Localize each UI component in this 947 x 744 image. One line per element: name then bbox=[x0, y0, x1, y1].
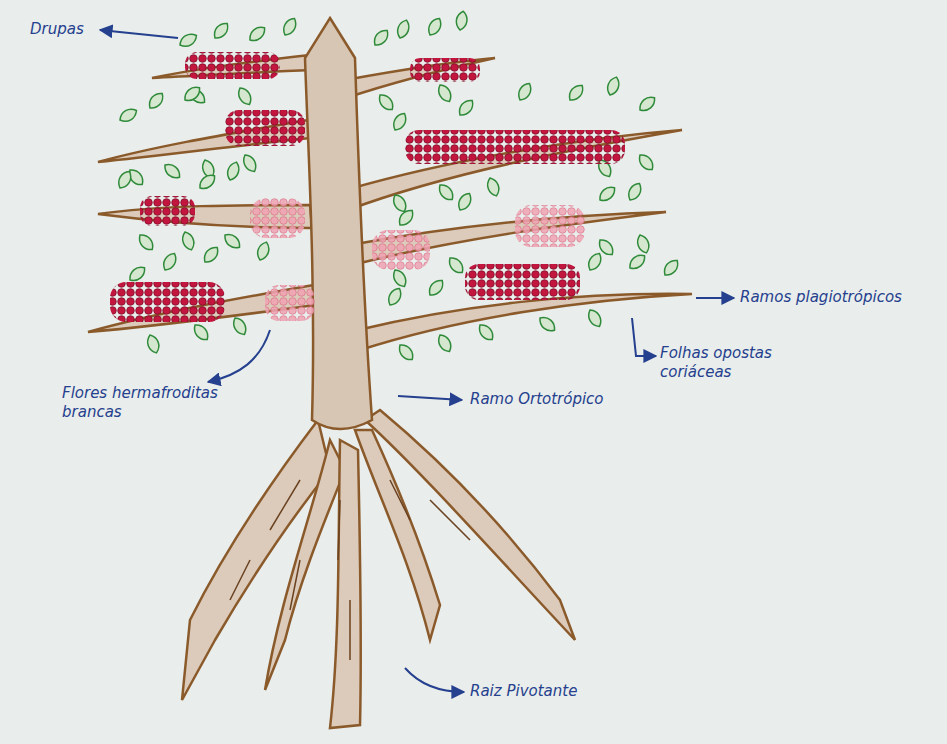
berries bbox=[110, 52, 625, 322]
branches bbox=[88, 55, 692, 350]
part-label: Folhas opostas coriáceas bbox=[660, 344, 820, 382]
part-label: Ramos plagiotrópicos bbox=[740, 288, 902, 307]
part-label: Flores hermafroditas brancas bbox=[62, 384, 242, 422]
part-label: Drupas bbox=[30, 20, 84, 39]
flowers bbox=[250, 198, 585, 321]
roots bbox=[182, 410, 575, 728]
part-label: Ramo Ortotrópico bbox=[470, 390, 604, 409]
trunk bbox=[305, 18, 372, 429]
part-label: Raiz Pivotante bbox=[470, 682, 577, 701]
leader-lines bbox=[100, 30, 734, 692]
